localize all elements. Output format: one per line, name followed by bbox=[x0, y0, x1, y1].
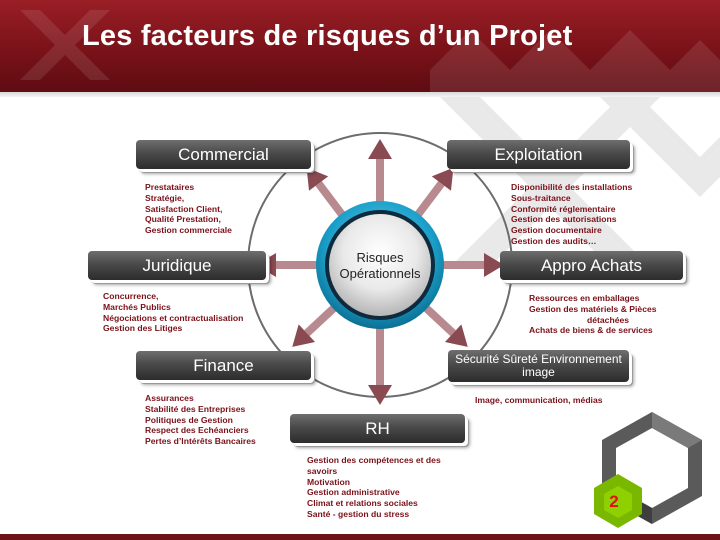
center-core bbox=[329, 214, 431, 316]
list-appro-achats: Ressources en emballages Gestion des mat… bbox=[529, 293, 657, 336]
list-item: Motivation bbox=[307, 476, 350, 487]
list-item: détachées bbox=[587, 314, 630, 325]
list-item: Satisfaction Client, bbox=[145, 203, 223, 214]
list-securite: Image, communication, médias bbox=[475, 395, 603, 406]
list-item: savoirs bbox=[307, 465, 338, 476]
page-number: 2 bbox=[609, 492, 619, 511]
category-appro-achats-label: Appro Achats bbox=[540, 255, 643, 275]
category-commercial: Commercial bbox=[136, 140, 311, 169]
header-banner: Les facteurs de risques d’un Projet bbox=[0, 0, 720, 92]
list-item: Pertes d’Intérêts Bancaires bbox=[145, 436, 256, 447]
category-juridique-label: Juridique bbox=[142, 255, 212, 275]
list-item: Respect des Echéanciers bbox=[145, 425, 249, 436]
list-finance: Assurances Stabilité des Entreprises Pol… bbox=[145, 393, 256, 447]
list-item: Stratégie, bbox=[145, 192, 185, 203]
list-item: Assurances bbox=[145, 393, 194, 403]
category-exploitation-label: Exploitation bbox=[494, 144, 583, 164]
list-rh: Gestion des compétences et des savoirs M… bbox=[307, 455, 441, 520]
category-finance: Finance bbox=[136, 351, 311, 380]
category-securite: Sécurité Sûreté Environnement image bbox=[448, 350, 629, 382]
category-juridique: Juridique bbox=[88, 251, 266, 280]
list-item: Marchés Publics bbox=[103, 301, 171, 312]
footer-bar bbox=[0, 534, 720, 540]
category-rh: RH bbox=[290, 414, 465, 443]
list-item: Climat et relations sociales bbox=[307, 498, 418, 509]
list-item: Gestion administrative bbox=[307, 487, 400, 498]
category-exploitation: Exploitation bbox=[447, 140, 630, 169]
category-rh-label: RH bbox=[365, 418, 390, 438]
header-x-pattern bbox=[20, 10, 720, 92]
list-item: Gestion des Litiges bbox=[103, 323, 183, 334]
list-item: Qualité Prestation, bbox=[145, 214, 221, 225]
list-item: Politiques de Gestion bbox=[145, 414, 233, 425]
list-item: Stabilité des Entreprises bbox=[145, 403, 246, 414]
category-securite-label: Sécurité Sûreté Environnement image bbox=[455, 352, 622, 379]
center-label: Risques Opérationnels bbox=[324, 250, 436, 282]
list-item: Gestion des matériels & Pièces bbox=[529, 303, 657, 314]
list-item: Conformité réglementaire bbox=[511, 203, 616, 214]
list-item: Ressources en emballages bbox=[529, 293, 640, 303]
list-item: Image, communication, médias bbox=[475, 395, 603, 405]
list-item: Santé - gestion du stress bbox=[307, 508, 410, 519]
center-label-line1: Risques bbox=[356, 250, 404, 265]
arrows bbox=[256, 139, 504, 405]
background-x-watermark bbox=[440, 97, 720, 267]
list-item: Gestion des autorisations bbox=[511, 214, 617, 225]
list-commercial: Prestataires Stratégie, Satisfaction Cli… bbox=[145, 182, 232, 236]
list-item: Sous-traitance bbox=[511, 192, 571, 203]
slide-title: Les facteurs de risques d’un Projet bbox=[82, 20, 573, 52]
list-exploitation: Disponibilité des installations Sous-tra… bbox=[511, 182, 632, 247]
list-item: Gestion commerciale bbox=[145, 225, 232, 236]
list-item: Achats de biens & de services bbox=[529, 325, 653, 336]
category-commercial-label: Commercial bbox=[178, 144, 269, 164]
list-juridique: Concurrence, Marchés Publics Négociation… bbox=[103, 291, 243, 334]
list-item: Gestion des compétences et des bbox=[307, 455, 441, 465]
category-appro-achats: Appro Achats bbox=[500, 251, 683, 280]
header-divider bbox=[0, 92, 720, 97]
list-item: Gestion des audits… bbox=[511, 235, 597, 246]
list-item: Gestion documentaire bbox=[511, 225, 602, 236]
category-finance-label: Finance bbox=[193, 355, 254, 375]
list-item: Concurrence, bbox=[103, 291, 159, 301]
list-item: Négociations et contractualisation bbox=[103, 312, 244, 323]
center-label-line2: Opérationnels bbox=[339, 266, 421, 281]
list-item: Disponibilité des installations bbox=[511, 182, 633, 192]
list-item: Prestataires bbox=[145, 182, 195, 192]
page-badge-logo bbox=[594, 412, 702, 528]
